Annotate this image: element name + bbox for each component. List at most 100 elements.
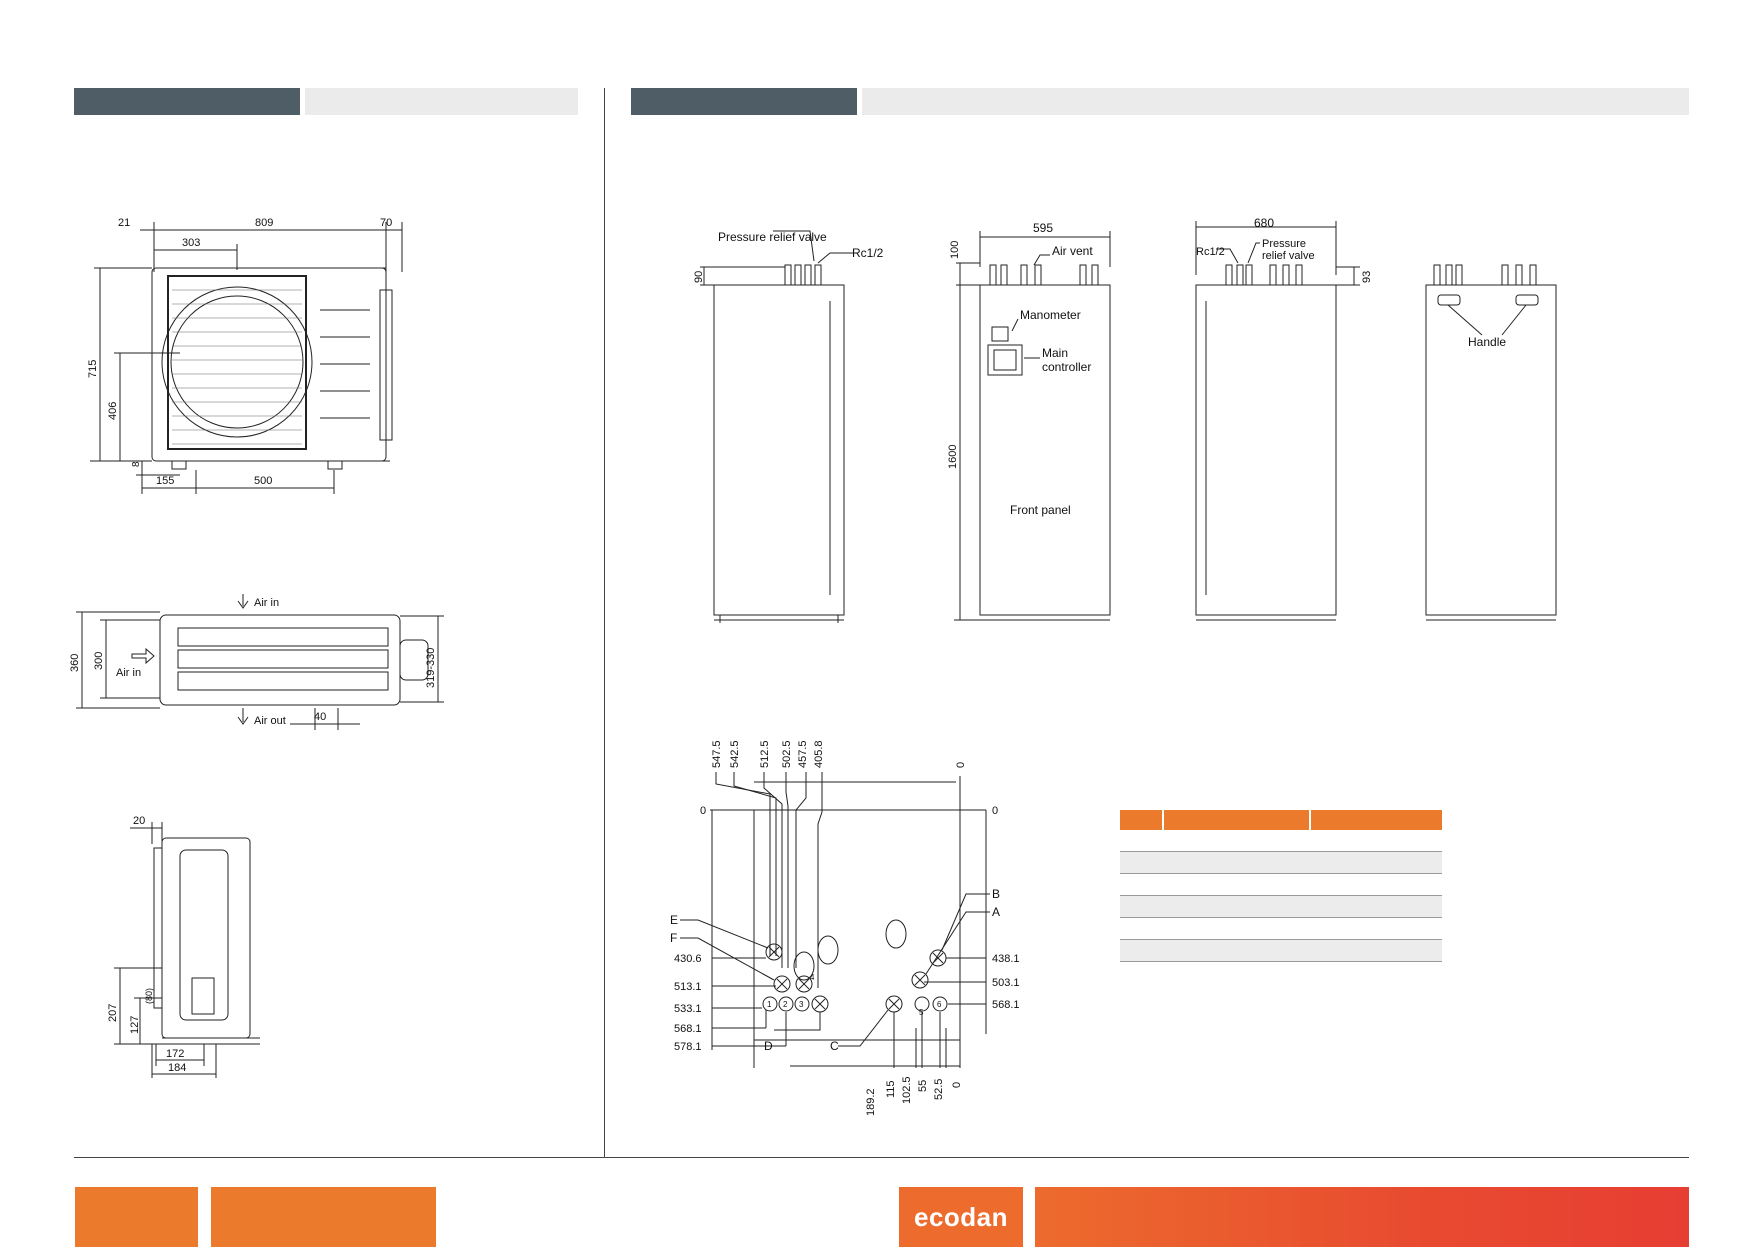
connection-table: [1120, 810, 1442, 962]
table-row: [1120, 917, 1442, 940]
table-cell: [1120, 851, 1163, 874]
table-cell: [1120, 895, 1163, 918]
dim-809: 809: [255, 217, 273, 229]
dim-595: 595: [1033, 221, 1053, 235]
main-controller-label-1: Main: [1042, 346, 1068, 360]
port-num-5: 5: [919, 1008, 924, 1017]
table-cell: [1163, 830, 1310, 852]
air-in-top-label: Air in: [254, 597, 279, 609]
table-cell: [1310, 895, 1442, 918]
bottom-dim-4: 55: [917, 1080, 929, 1092]
dim-127: 127: [129, 1016, 141, 1034]
indoor-plan-drawing: 547.5 542.5 512.5 502.5 457.5 405.8 0 0 …: [670, 740, 1020, 1116]
left-header-dark: [74, 88, 300, 115]
bottom-dim-5: 52.5: [933, 1079, 945, 1100]
right-dim-1: 0: [992, 805, 998, 817]
front-panel-label: Front panel: [1010, 503, 1071, 517]
bottom-dims: 189.2 115 102.5 55 52.5 0: [865, 1076, 963, 1116]
footer-gradient-bar: [1035, 1187, 1689, 1247]
top-dim-1: 547.5: [711, 740, 723, 768]
dim-80: (80): [144, 988, 154, 1004]
outdoor-side-drawing: 20 207 127 (80) 172 184: [107, 815, 260, 1078]
bottom-dim-3: 102.5: [901, 1076, 913, 1104]
dim-155: 155: [156, 475, 174, 487]
footer-box-1: [75, 1187, 198, 1247]
column-divider: [604, 88, 605, 1158]
table-header-cell: [1309, 810, 1442, 830]
table-cell: [1163, 851, 1310, 874]
table-row: [1120, 830, 1442, 852]
letter-e: E: [670, 913, 678, 927]
dim-303: 303: [182, 237, 200, 249]
left-dim-3: 513.1: [674, 981, 702, 993]
top-dim-4: 502.5: [781, 740, 793, 768]
right-header-dark: [631, 88, 857, 115]
left-dim-4: 533.1: [674, 1003, 702, 1015]
table-header: [1120, 810, 1442, 830]
dim-20: 20: [133, 815, 145, 827]
right-dim-3: 503.1: [992, 977, 1020, 989]
table-cell: [1310, 873, 1442, 896]
dim-300: 300: [93, 652, 105, 670]
table-cell: [1163, 939, 1310, 962]
left-dim-1: 0: [700, 805, 706, 817]
dim-21: 21: [118, 217, 130, 229]
dim-172: 172: [166, 1048, 184, 1060]
dim-93: 93: [1361, 271, 1373, 283]
pressure-relief-label-2: relief valve: [1262, 250, 1315, 262]
table-row: [1120, 873, 1442, 896]
letter-f: F: [670, 931, 677, 945]
top-dim-7: 0: [955, 762, 967, 768]
top-dim-3: 512.5: [759, 740, 771, 768]
letter-b: B: [992, 887, 1000, 901]
ecodan-logo: ecodan: [899, 1187, 1023, 1247]
table-cell: [1120, 873, 1163, 896]
dim-680: 680: [1254, 216, 1274, 230]
top-dim-2: 542.5: [729, 740, 741, 768]
indoor-elevations-drawing: Pressure relief valve Rc1/2 90 100 595 A…: [693, 216, 1557, 623]
dim-40: 40: [314, 711, 326, 723]
brand-text: ecodan: [913, 1201, 1009, 1232]
outdoor-front-drawing: 21 809 70 303 715 406 8 155 500: [87, 217, 403, 494]
table-row: [1120, 851, 1442, 874]
port-num-2: 2: [783, 1000, 788, 1009]
manometer-label: Manometer: [1020, 308, 1081, 322]
table-row: [1120, 939, 1442, 962]
bottom-dim-1: 189.2: [865, 1088, 877, 1116]
table-cell: [1163, 873, 1310, 896]
air-in-left-label: Air in: [116, 667, 141, 679]
port-num-1: 1: [767, 1000, 772, 1009]
dim-70: 70: [380, 217, 392, 229]
left-header-light: [305, 88, 578, 115]
table-cell: [1163, 895, 1310, 918]
main-controller-label-2: controller: [1042, 360, 1091, 374]
right-dims: 0 438.1 503.1 568.1: [992, 805, 1020, 1011]
dim-319-330: 319-330: [425, 648, 437, 688]
outdoor-top-drawing: Air in Air in Air out 360 300 319-330 40: [69, 594, 444, 730]
left-dims: 0 430.6 513.1 533.1 568.1 578.1: [674, 805, 706, 1053]
dim-360: 360: [69, 654, 81, 672]
bottom-dim-6: 0: [951, 1082, 963, 1088]
dim-1600: 1600: [947, 445, 959, 469]
table-cell: [1120, 917, 1163, 940]
pressure-relief-label-1: Pressure: [1262, 238, 1306, 250]
right-dim-2: 438.1: [992, 953, 1020, 965]
air-vent-label: Air vent: [1052, 244, 1093, 258]
dim-500: 500: [254, 475, 272, 487]
rc12-left-label: Rc1/2: [852, 246, 884, 260]
table-cell: [1310, 917, 1442, 940]
left-dim-6: 578.1: [674, 1041, 702, 1053]
bottom-dim-2: 115: [885, 1080, 897, 1098]
dim-406: 406: [107, 402, 119, 420]
table-cell: [1163, 917, 1310, 940]
dim-715: 715: [87, 360, 99, 378]
top-dims: 547.5 542.5 512.5 502.5 457.5 405.8 0: [711, 740, 967, 768]
footer-box-2: [211, 1187, 436, 1247]
left-dim-2: 430.6: [674, 953, 702, 965]
pressure-relief-valve-label: Pressure relief valve: [718, 230, 827, 244]
right-header-light: [862, 88, 1689, 115]
dim-184: 184: [168, 1062, 186, 1074]
air-out-label: Air out: [254, 715, 286, 727]
port-num-6: 6: [937, 1000, 942, 1009]
letter-d: D: [764, 1039, 773, 1053]
